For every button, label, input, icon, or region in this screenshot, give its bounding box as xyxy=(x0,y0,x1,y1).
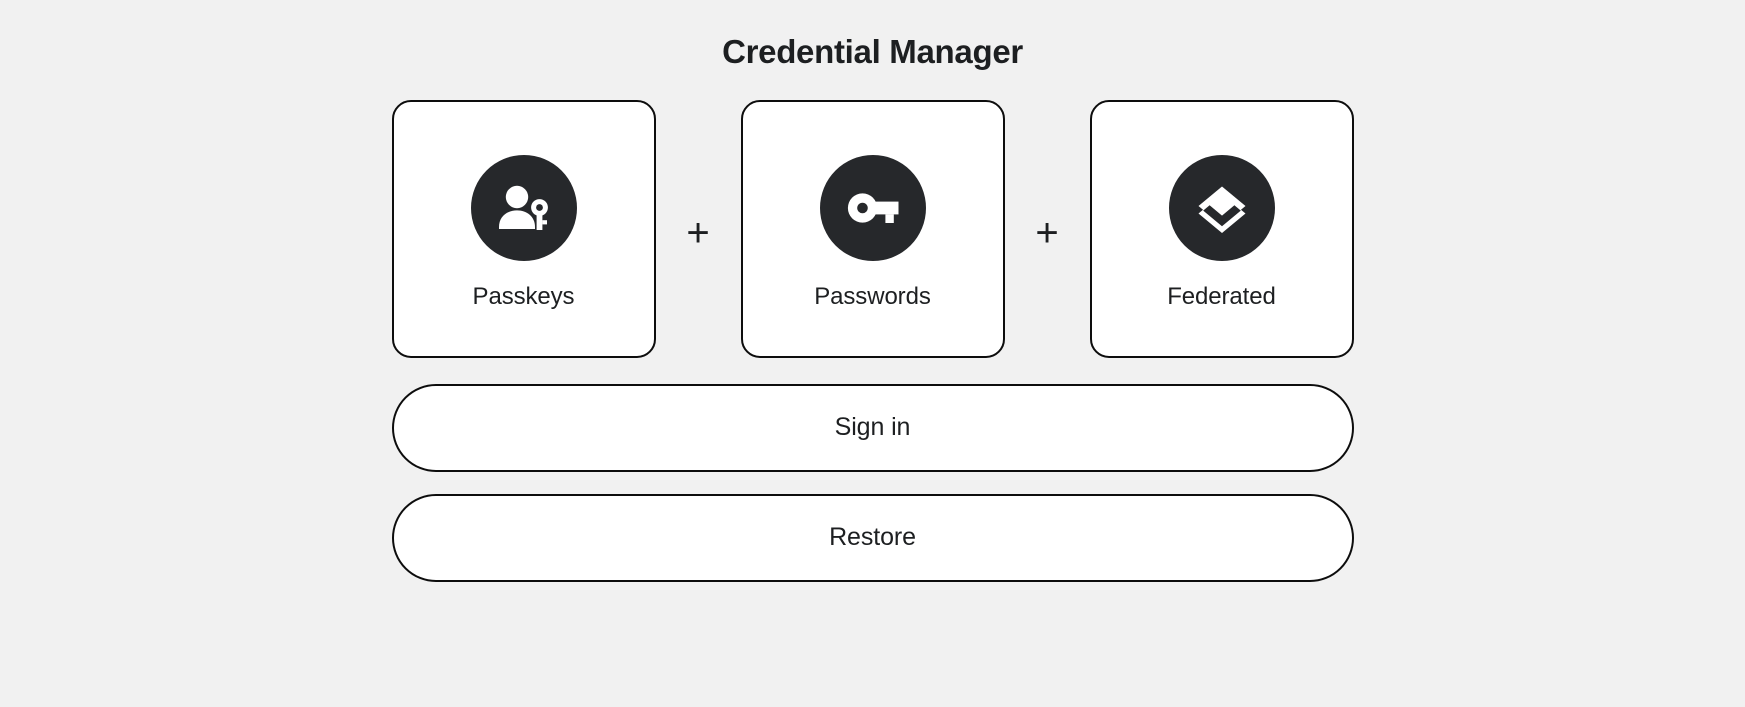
credential-card-label: Passkeys xyxy=(472,282,575,310)
passkeys-icon-badge xyxy=(470,154,577,261)
credential-type-row: Passkeys + xyxy=(391,99,1354,358)
credential-card-label: Federated xyxy=(1167,282,1276,310)
restore-button[interactable]: Restore xyxy=(391,493,1354,582)
credential-card-passwords[interactable]: Passwords xyxy=(740,99,1005,358)
layers-icon xyxy=(1191,177,1253,239)
page-title: Credential Manager xyxy=(722,33,1023,70)
credential-card-passkeys[interactable]: Passkeys xyxy=(391,99,656,358)
credential-card-label: Passwords xyxy=(814,282,931,310)
plus-separator-1: + xyxy=(686,210,710,255)
person-key-icon xyxy=(493,177,555,239)
sign-in-button[interactable]: Sign in xyxy=(391,383,1354,472)
federated-icon-badge xyxy=(1168,154,1275,261)
main-content: Passkeys + xyxy=(391,99,1354,582)
credential-card-federated[interactable]: Federated xyxy=(1089,99,1354,358)
key-icon xyxy=(842,177,904,239)
plus-separator-2: + xyxy=(1035,210,1059,255)
passwords-icon-badge xyxy=(819,154,926,261)
